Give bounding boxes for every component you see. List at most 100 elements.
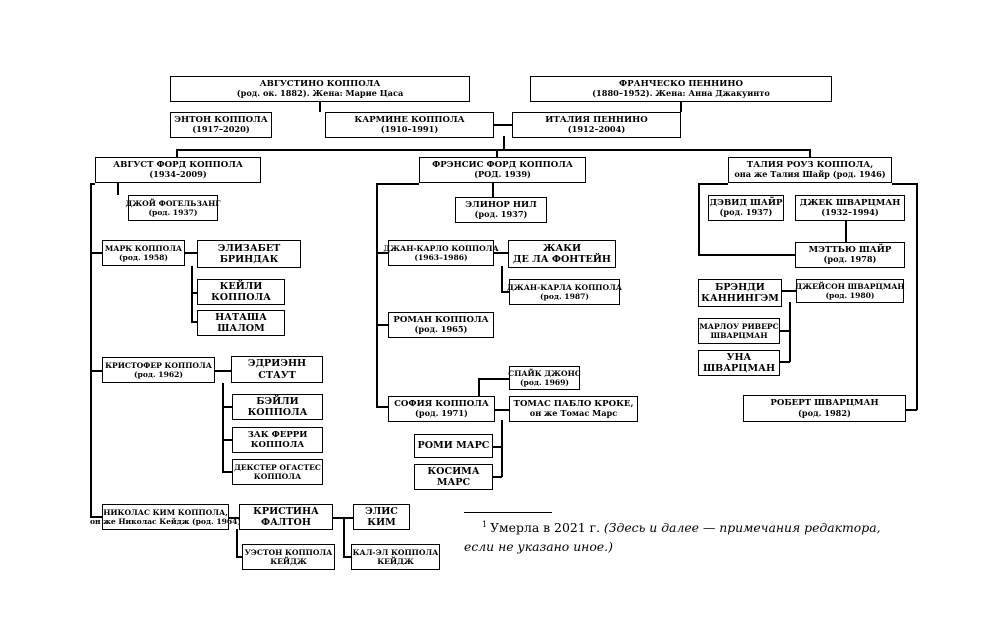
person-dates: (РОД. 1939) bbox=[474, 169, 531, 180]
person-name: ФРЭНСИС ФОРД КОППОЛА bbox=[432, 159, 573, 170]
person-dates: (род. 1937) bbox=[148, 208, 198, 217]
person-name: СОФИЯ КОППОЛА bbox=[394, 398, 489, 409]
connector bbox=[492, 183, 494, 197]
connector bbox=[215, 370, 231, 372]
person-name: ДЖЕК ШВАРЦМАН bbox=[799, 197, 901, 208]
person-dates: (род. 1969) bbox=[519, 378, 570, 387]
person-dates: (род. 1978) bbox=[823, 254, 877, 265]
person-kristina-fulton: КРИСТИНА ФАЛТОН bbox=[239, 504, 333, 530]
person-name: ДЖЕЙСОН ШВАРЦМАН bbox=[795, 281, 905, 291]
connector bbox=[90, 370, 102, 372]
person-surname: КОППОЛА bbox=[211, 292, 271, 303]
person-dates: (род. 1965) bbox=[414, 324, 468, 335]
person-alice-kim: ЭЛИС КИМ bbox=[353, 504, 410, 530]
person-name: ЭНТОН КОППОЛА bbox=[174, 114, 268, 125]
person-joy-vogelsang: ДЖОЙ ФОГЕЛЬЗАНГ (род. 1937) bbox=[125, 195, 221, 221]
person-name: МАРК КОППОЛА bbox=[104, 243, 183, 253]
connector bbox=[191, 321, 197, 323]
person-surname: ШВАРЦМАН bbox=[702, 363, 776, 374]
person-name: ДЭВИД ШАЙР bbox=[709, 197, 783, 208]
person-name: ДЖОЙ ФОГЕЛЬЗАНГ bbox=[125, 198, 221, 208]
connector bbox=[236, 529, 238, 557]
connector bbox=[376, 183, 419, 185]
person-surname: КОППОЛА bbox=[247, 407, 308, 418]
person-name: РОБЕРТ ШВАРЦМАН bbox=[770, 398, 879, 409]
person-anton-coppola: ЭНТОН КОППОЛА (1917–2020) bbox=[170, 112, 272, 138]
connector bbox=[780, 361, 790, 363]
person-agostino-coppola: АВГУСТИНО КОППОЛА (род. ок. 1882). Жена:… bbox=[170, 76, 470, 102]
person-surname: КОППОЛА bbox=[250, 440, 305, 450]
person-cosima-mars: КОСИМА МАРС bbox=[414, 464, 493, 490]
connector bbox=[501, 291, 509, 293]
person-alias: он же Томас Марс bbox=[529, 408, 618, 419]
person-name: РОМАН КОППОЛА bbox=[393, 314, 489, 325]
person-name: КРИСТОФЕР КОППОЛА bbox=[105, 360, 212, 370]
person-kaylee-coppola: КЕЙЛИ КОППОЛА bbox=[197, 279, 285, 305]
person-jason-schwartzman: ДЖЕЙСОН ШВАРЦМАН (род. 1980) bbox=[795, 279, 905, 303]
person-name: МАРЛОУ РИВЕРС bbox=[699, 321, 779, 331]
connector bbox=[845, 220, 847, 242]
person-dates: (1917–2020) bbox=[192, 124, 250, 135]
person-marc-coppola: МАРК КОППОЛА (род. 1958) bbox=[102, 240, 185, 266]
person-dates: (1934–2009) bbox=[149, 169, 207, 180]
person-name: НАТАША bbox=[215, 311, 267, 323]
connector bbox=[222, 439, 232, 441]
person-weston-cage: УЭСТОН КОППОЛА КЕЙДЖ bbox=[242, 544, 335, 570]
person-adrienne-stout: ЭДРИЭНН СТАУТ bbox=[231, 356, 323, 383]
person-dates: (род. 1987) bbox=[539, 292, 590, 301]
footnote-marker: 1 bbox=[482, 520, 488, 529]
connector bbox=[222, 383, 224, 472]
connector bbox=[90, 183, 95, 185]
person-jacqui-de-la-fontaine: ЖАКИ ДЕ ЛА ФОНТЕЙН bbox=[508, 240, 616, 268]
person-surname: ШАЛОМ bbox=[217, 323, 265, 334]
connector bbox=[496, 149, 498, 157]
connector bbox=[503, 136, 505, 150]
person-name: БЭЙЛИ bbox=[256, 395, 299, 407]
person-name: РОМИ МАРС bbox=[417, 440, 490, 452]
connector bbox=[478, 378, 480, 396]
connector bbox=[698, 183, 700, 255]
person-name: ТАЛИЯ РОУЗ КОППОЛА, bbox=[746, 159, 874, 170]
connector bbox=[789, 302, 791, 362]
person-italia-pennino: ИТАЛИЯ ПЕННИНО (1912–2004) bbox=[512, 112, 681, 138]
person-carmine-coppola: КАРМИНЕ КОППОЛА (1910–1991) bbox=[325, 112, 494, 138]
footnote-note: (Здесь и далее — примечания редактора, е… bbox=[464, 520, 881, 555]
connector bbox=[90, 252, 102, 254]
connector bbox=[698, 183, 728, 185]
person-name: АВГУСТИНО КОППОЛА bbox=[259, 78, 381, 89]
person-dates: (род. 1937) bbox=[719, 207, 773, 218]
person-dates: (1912–2004) bbox=[567, 124, 626, 135]
connector bbox=[185, 252, 197, 254]
connector bbox=[809, 149, 811, 157]
connector bbox=[495, 409, 509, 411]
person-elizabeth-brindak: ЭЛИЗАБЕТ БРИНДАК bbox=[197, 240, 301, 268]
person-talia-coppola: ТАЛИЯ РОУЗ КОППОЛА, она же Талия Шайр (р… bbox=[728, 157, 892, 183]
person-matthew-shire: МЭТТЬЮ ШАЙР (род. 1978) bbox=[795, 242, 905, 268]
connector bbox=[90, 516, 102, 518]
connector bbox=[698, 254, 795, 256]
person-name: БРЭНДИ bbox=[715, 281, 765, 293]
person-name: КОСИМА bbox=[427, 465, 480, 477]
connector bbox=[376, 406, 388, 408]
person-kalel-cage: КАЛ-ЭЛ КОППОЛА КЕЙДЖ bbox=[351, 544, 440, 570]
person-name: ЭДРИЭНН bbox=[247, 358, 307, 369]
person-name: ФРАНЧЕСКО ПЕННИНО bbox=[619, 78, 743, 89]
footnote-rule bbox=[464, 512, 552, 513]
person-name: КЕЙЛИ bbox=[219, 280, 263, 292]
person-surname: БРИНДАК bbox=[219, 254, 279, 265]
connector bbox=[236, 556, 242, 558]
person-august-coppola: АВГУСТ ФОРД КОППОЛА (1934–2009) bbox=[95, 157, 261, 183]
person-name: ЭЛИС bbox=[365, 505, 398, 517]
person-francesco-pennino: ФРАНЧЕСКО ПЕННИНО (1880–1952). Жена: Анн… bbox=[530, 76, 832, 102]
person-surname: КОППОЛА bbox=[253, 472, 302, 481]
person-name: КРИСТИНА bbox=[253, 505, 319, 517]
person-surname: ДЕ ЛА ФОНТЕЙН bbox=[513, 254, 611, 265]
person-una-schwartzman: УНА ШВАРЦМАН bbox=[698, 350, 780, 376]
person-surname: МАРС bbox=[436, 477, 471, 488]
person-dates: она же Талия Шайр (род. 1946) bbox=[734, 169, 886, 180]
connector bbox=[916, 183, 918, 410]
person-jack-schwartzman: ДЖЕК ШВАРЦМАН (1932–1994) bbox=[795, 195, 905, 221]
person-christopher-coppola: КРИСТОФЕР КОППОЛА (род. 1962) bbox=[102, 357, 215, 383]
connector bbox=[176, 149, 809, 151]
